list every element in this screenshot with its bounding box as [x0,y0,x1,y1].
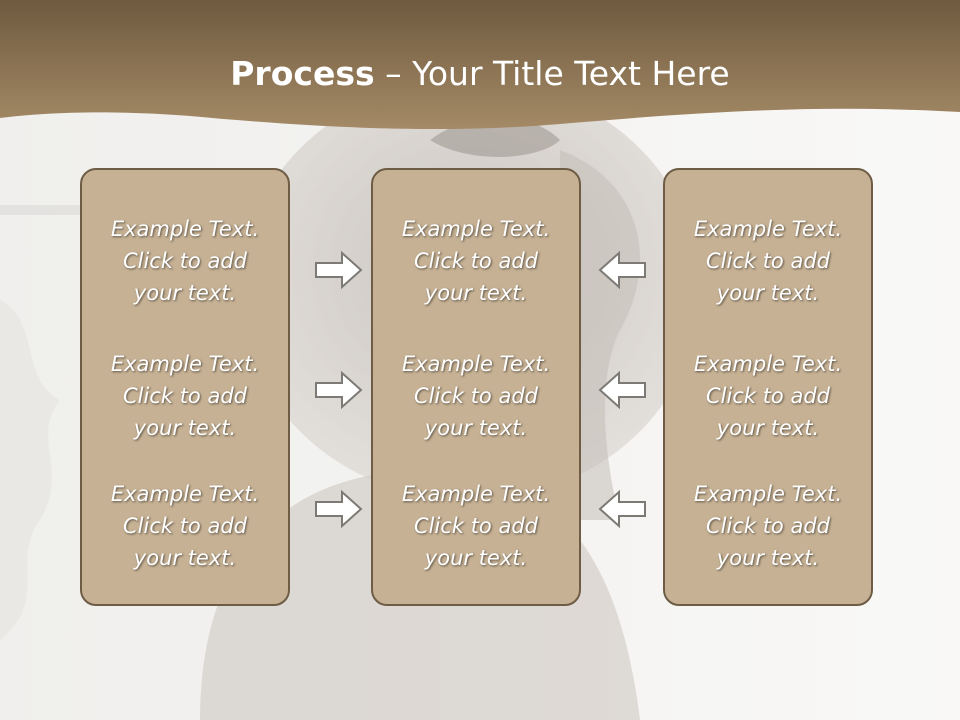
text-line: Click to add [413,249,538,273]
text-line: your text. [133,281,237,305]
text-line: your text. [716,281,820,305]
text-block[interactable]: Example Text. Click to add your text. [665,213,871,309]
text-line: Click to add [122,514,247,538]
title-band [0,0,960,130]
text-line: Click to add [413,384,538,408]
arrow-right-icon[interactable] [314,489,364,529]
text-line: Example Text. [401,352,551,376]
text-line: your text. [424,416,528,440]
text-line: Click to add [705,514,830,538]
text-line: Click to add [705,384,830,408]
text-line: your text. [716,416,820,440]
text-line: your text. [424,546,528,570]
text-line: Example Text. [110,482,260,506]
arrow-left-icon[interactable] [597,250,647,290]
text-line: Example Text. [693,482,843,506]
text-block[interactable]: Example Text. Click to add your text. [373,478,579,574]
text-line: your text. [133,546,237,570]
text-block[interactable]: Example Text. Click to add your text. [82,348,288,444]
text-line: Example Text. [110,352,260,376]
arrow-left-icon[interactable] [597,489,647,529]
middle-panel[interactable]: Example Text. Click to add your text. Ex… [371,168,581,606]
right-panel[interactable]: Example Text. Click to add your text. Ex… [663,168,873,606]
text-line: your text. [424,281,528,305]
arrow-right-icon[interactable] [314,250,364,290]
text-line: Click to add [705,249,830,273]
text-line: Click to add [122,249,247,273]
text-line: your text. [716,546,820,570]
arrow-left-icon[interactable] [597,370,647,410]
text-block[interactable]: Example Text. Click to add your text. [373,348,579,444]
text-line: Example Text. [401,482,551,506]
arrow-right-icon[interactable] [314,370,364,410]
text-block[interactable]: Example Text. Click to add your text. [665,348,871,444]
left-panel[interactable]: Example Text. Click to add your text. Ex… [80,168,290,606]
text-line: Example Text. [401,217,551,241]
text-block[interactable]: Example Text. Click to add your text. [373,213,579,309]
text-block[interactable]: Example Text. Click to add your text. [82,478,288,574]
text-line: Example Text. [693,352,843,376]
text-line: Example Text. [693,217,843,241]
title-bold: Process [230,54,375,93]
text-block[interactable]: Example Text. Click to add your text. [82,213,288,309]
text-line: Click to add [122,384,247,408]
text-line: your text. [133,416,237,440]
text-line: Example Text. [110,217,260,241]
page-title[interactable]: Process – Your Title Text Here [0,52,960,96]
text-line: Click to add [413,514,538,538]
title-rest: – Your Title Text Here [374,54,730,93]
text-block[interactable]: Example Text. Click to add your text. [665,478,871,574]
